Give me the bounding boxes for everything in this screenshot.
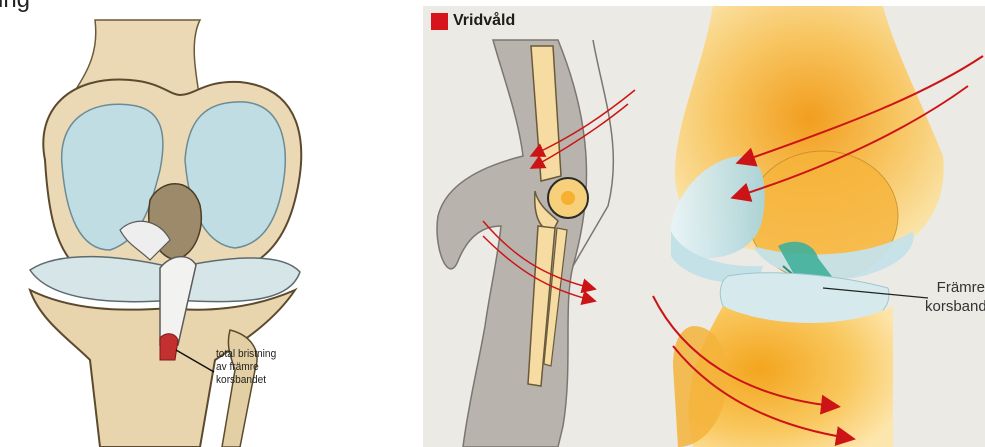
rupture-label-line-1: total bristning xyxy=(216,348,276,361)
ligament-label-line-2: korsbandet xyxy=(925,297,985,316)
knee-illustration-panel: ing total bristning av främre korsbandet xyxy=(0,0,420,447)
knee-joint-drawing xyxy=(0,0,420,447)
twisting-force-panel: Vridvåld Främre korsbandet xyxy=(423,6,985,447)
ligament-label: Främre korsbandet xyxy=(925,278,985,316)
ligament-label-line-1: Främre xyxy=(925,278,985,297)
rupture-label: total bristning av främre korsbandet xyxy=(216,348,276,387)
twisting-knee-drawing xyxy=(423,6,985,447)
red-square-icon xyxy=(431,13,448,30)
rupture-label-line-2: av främre xyxy=(216,361,276,374)
rupture-label-line-3: korsbandet xyxy=(216,374,276,387)
panel-title: Vridvåld xyxy=(453,12,515,30)
panel-heading: Vridvåld xyxy=(431,12,515,30)
